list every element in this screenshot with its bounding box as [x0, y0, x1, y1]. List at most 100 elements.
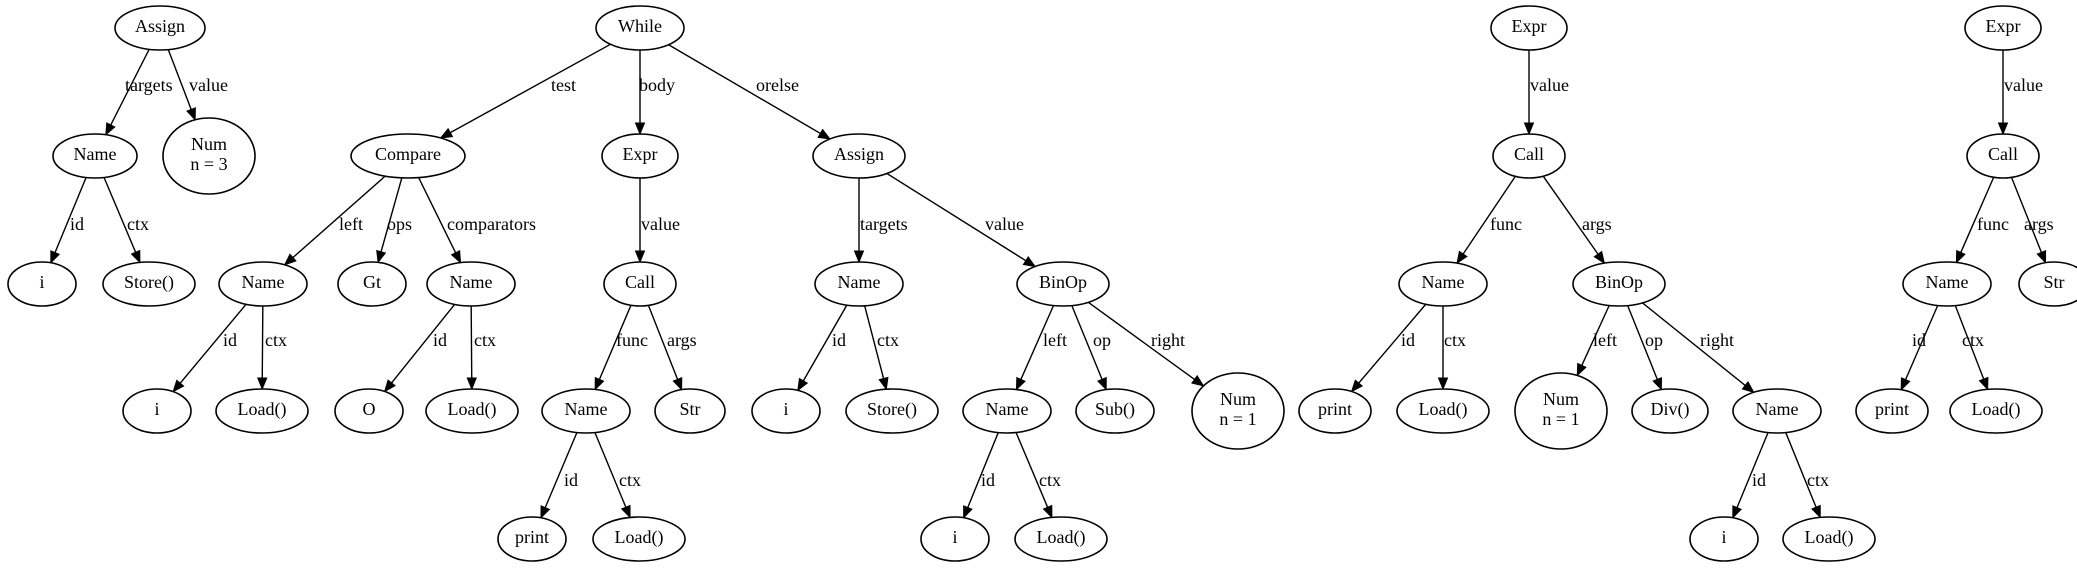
edge-label: id [1401, 330, 1415, 350]
edge-label: left [1593, 330, 1617, 350]
node-while: While [595, 5, 685, 51]
node-ellipse [497, 516, 567, 562]
arrowhead [1732, 505, 1743, 519]
node-load: Load() [425, 388, 519, 434]
node-ellipse [426, 261, 516, 307]
edge-line [1960, 176, 1995, 253]
node-call: Call [1966, 133, 2040, 179]
edge-label: ops [387, 214, 412, 234]
edge-line [292, 175, 386, 259]
node-ellipse [603, 261, 677, 307]
edge-value: value [634, 178, 680, 264]
node-label: Load() [615, 527, 664, 548]
edge-label: ctx [1962, 330, 1984, 350]
edge-line [1736, 432, 1769, 508]
edge-ctx: ctx [1015, 432, 1061, 519]
node-ellipse [52, 133, 138, 179]
arrowhead [376, 249, 387, 264]
node-ellipse [1855, 388, 1929, 434]
edge-line [1020, 305, 1055, 380]
node-label: Name [565, 399, 608, 419]
arrowhead [878, 376, 889, 391]
node-label: Assign [834, 144, 884, 164]
node-ellipse [114, 5, 206, 51]
node-print: print [497, 516, 567, 562]
node-ellipse [541, 388, 631, 434]
edge-label: ctx [127, 214, 149, 234]
node-ellipse [1631, 388, 1709, 434]
edge-label: orelse [756, 75, 799, 95]
edge-label: func [1977, 214, 2009, 234]
node-label: Load() [1419, 399, 1468, 420]
edge-id: id [383, 303, 456, 393]
edge-line [1071, 305, 1103, 380]
edge-label: ctx [265, 330, 287, 350]
edge-label: left [1043, 330, 1067, 350]
edge-id: id [540, 432, 578, 519]
node-ellipse [218, 261, 308, 307]
node-label: print [1318, 399, 1352, 419]
node-label: i [952, 527, 957, 547]
edge-comparators: comparators [418, 177, 536, 264]
edge-label: id [832, 330, 846, 350]
arrowhead [1022, 255, 1037, 268]
node-label: BinOp [1039, 272, 1087, 292]
node-ellipse [162, 117, 256, 195]
node-gt: Gt [337, 261, 407, 307]
node-label: Sub() [1095, 399, 1135, 420]
node-ellipse [350, 133, 466, 179]
node-ellipse [1492, 133, 1566, 179]
arrowhead [1015, 376, 1026, 391]
node-ellipse [2018, 261, 2077, 307]
node-label: i [1721, 527, 1726, 547]
edge-ctx: ctx [1437, 306, 1466, 391]
node-label: Str [679, 399, 700, 419]
edge-line [179, 303, 247, 384]
arrowhead [439, 127, 454, 139]
node-ellipse [1514, 372, 1608, 450]
node-label: Load() [1805, 527, 1854, 548]
arrowhead [283, 253, 297, 266]
edge-line [1627, 305, 1658, 380]
node-ellipse [601, 133, 679, 179]
edge-label: id [223, 330, 237, 350]
edge-test: test [439, 43, 611, 139]
edge-args: args [1542, 175, 1612, 265]
node-ellipse [1902, 261, 1992, 307]
edge-line [1087, 301, 1195, 381]
arrowhead [1456, 250, 1468, 265]
edge-line [54, 177, 87, 253]
node-binop: BinOp [1016, 261, 1110, 307]
edge-line [380, 177, 403, 252]
node-label: While [618, 16, 662, 36]
edge-line [1581, 305, 1610, 366]
node-binop: BinOp [1572, 261, 1666, 307]
arrowhead [1350, 379, 1364, 393]
arrowhead [1593, 250, 1606, 265]
node-label: O [363, 399, 376, 419]
arrowhead [172, 379, 185, 393]
edge-line [967, 432, 999, 508]
edge-label: id [981, 470, 995, 490]
arrowhead [1811, 504, 1821, 519]
node-label: Name [242, 272, 285, 292]
node-ellipse [1949, 388, 2043, 434]
node-load: Load() [592, 516, 686, 562]
node-label: Name [838, 272, 881, 292]
node-ellipse [337, 261, 407, 307]
node-ellipse [592, 516, 686, 562]
edge-id: id [1732, 432, 1769, 519]
edge-line [1358, 303, 1427, 384]
edge-targets: targets [105, 49, 173, 136]
edge-label: right [1151, 330, 1185, 350]
node-ellipse [1966, 133, 2040, 179]
node-ellipse [1016, 261, 1110, 307]
node-label: Expr [1512, 16, 1547, 36]
node-ellipse [751, 388, 821, 434]
edge-line [1462, 175, 1516, 255]
node-ellipse [425, 388, 519, 434]
